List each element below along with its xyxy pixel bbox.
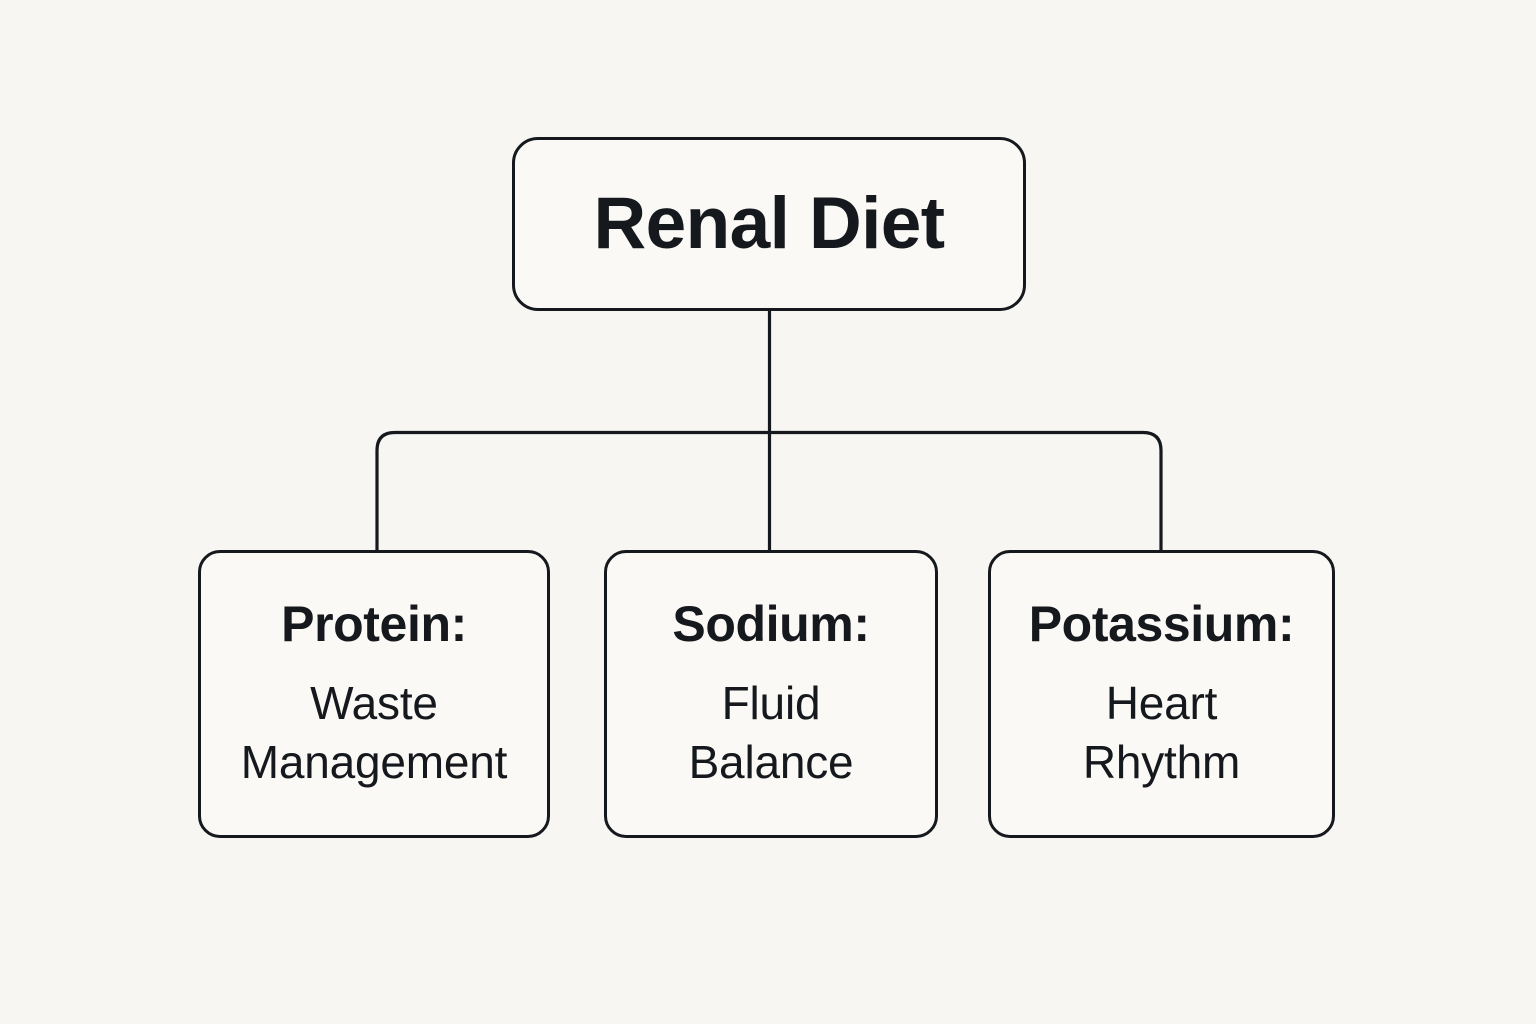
child-node-title: Protein: <box>281 595 467 652</box>
child-node-protein[interactable]: Protein: Waste Management <box>198 550 550 838</box>
child-node-sodium[interactable]: Sodium: Fluid Balance <box>604 550 938 838</box>
child-node-description: Heart Rhythm <box>1082 676 1241 788</box>
child-node-description: Waste Management <box>240 676 508 788</box>
child-node-description: Fluid Balance <box>688 676 854 788</box>
child-node-title: Potassium: <box>1028 595 1295 652</box>
child-node-potassium[interactable]: Potassium: Heart Rhythm <box>988 550 1335 838</box>
connector-branch-right <box>769 430 1163 550</box>
root-node-title: Renal Diet <box>593 182 946 264</box>
child-node-title: Sodium: <box>672 595 870 652</box>
root-node[interactable]: Renal Diet <box>512 137 1026 311</box>
connector-branch-left <box>375 430 770 550</box>
